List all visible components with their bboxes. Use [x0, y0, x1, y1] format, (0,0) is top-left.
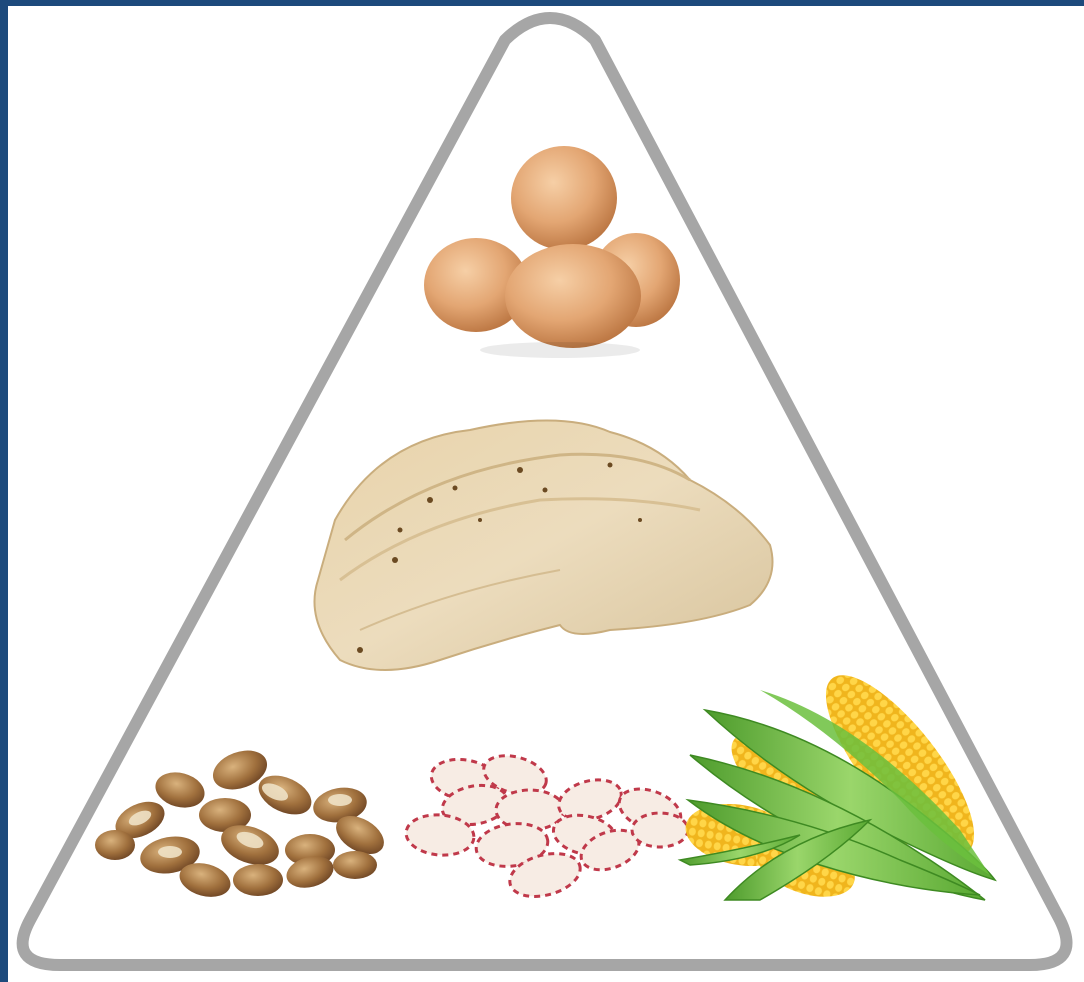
- pyramid-canvas: [8, 6, 1084, 982]
- brazil-nuts-icon: [95, 744, 391, 903]
- corn-icon: [680, 655, 998, 909]
- chicken-breast-icon: [314, 420, 772, 670]
- beans-icon: [404, 749, 688, 903]
- eggs-icon: [424, 146, 680, 358]
